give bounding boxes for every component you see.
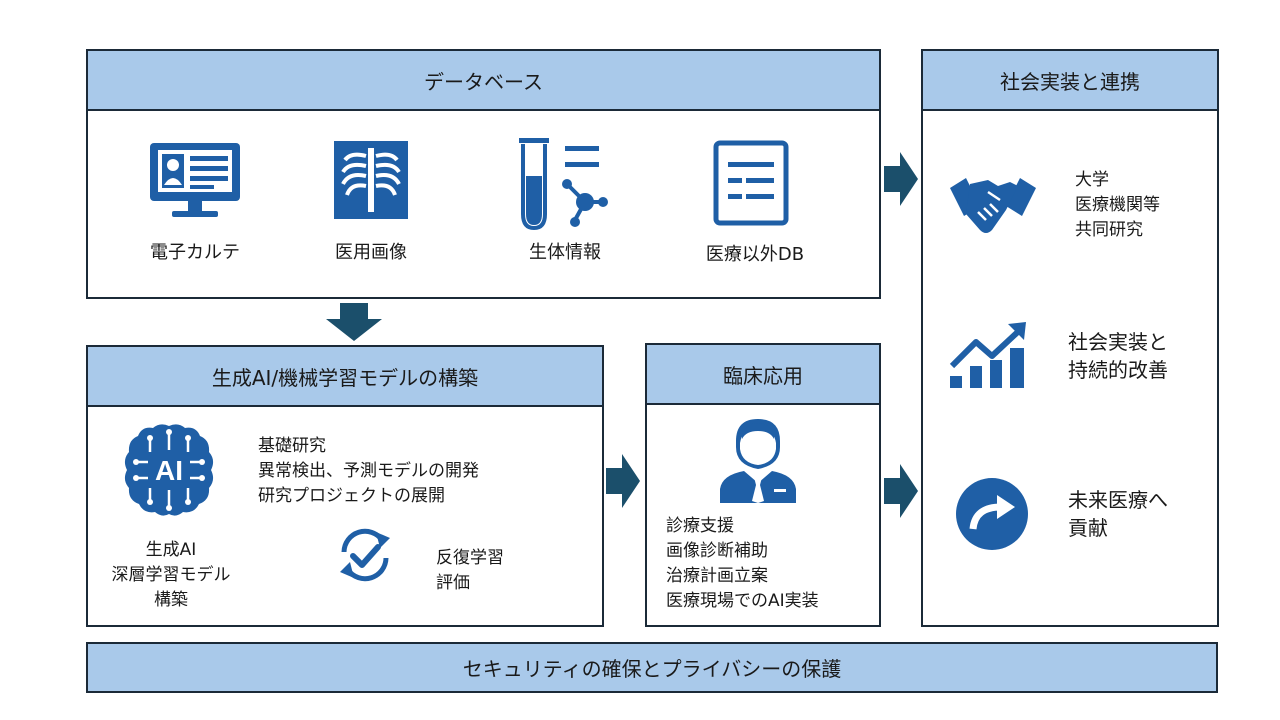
society-collab-line: 共同研究 — [1075, 220, 1143, 240]
ai-model-title: 生成AI/機械学習モデルの構築 — [211, 365, 479, 390]
ai-research-line: 研究プロジェクトの展開 — [258, 486, 445, 506]
society-impl-line: 社会実装と — [1068, 330, 1168, 354]
ai-research-line: 基礎研究 — [258, 436, 326, 456]
arrow-right-icon — [884, 152, 918, 206]
ai-research-text: 基礎研究 異常検出、予測モデルの開発 研究プロジェクトの展開 — [258, 434, 479, 509]
clinical-line: 診療支援 — [666, 516, 734, 536]
society-title: 社会実装と連携 — [1000, 69, 1140, 94]
xray-ribcage-icon — [334, 141, 408, 219]
ai-loop-line: 反復学習 — [436, 548, 504, 568]
forward-arrow-circle-icon — [956, 478, 1028, 550]
clinical-text: 診療支援 画像診断補助 治療計画立案 医療現場でのAI実装 — [666, 514, 819, 614]
database-item-label: 医療以外DB — [705, 244, 805, 265]
clinical-line: 医療現場でのAI実装 — [666, 591, 819, 611]
clinical-title: 臨床応用 — [723, 363, 803, 388]
doctor-icon — [720, 419, 796, 503]
document-list-icon — [713, 140, 789, 226]
clinical-line: 治療計画立案 — [666, 566, 768, 586]
society-collab-line: 医療機関等 — [1075, 195, 1160, 215]
security-banner: セキュリティの確保とプライバシーの保護 — [86, 642, 1218, 693]
society-collab-text: 大学 医療機関等 共同研究 — [1075, 168, 1160, 243]
arrow-right-icon — [884, 464, 918, 518]
refresh-check-icon — [340, 528, 390, 582]
ai-model-text: 生成AI 深層学習モデル 構築 — [96, 538, 246, 613]
security-label: セキュリティの確保とプライバシーの保護 — [462, 657, 842, 681]
test-tube-molecule-icon — [519, 138, 608, 231]
society-future-line: 未来医療へ — [1068, 488, 1168, 512]
database-item-label: 生体情報 — [529, 242, 601, 263]
database-header: データベース — [88, 51, 879, 111]
ai-research-line: 異常検出、予測モデルの開発 — [258, 461, 479, 481]
ai-model-line: 生成AI — [145, 540, 197, 560]
clinical-line: 画像診断補助 — [666, 541, 768, 561]
database-title: データベース — [424, 69, 543, 94]
ai-brain-icon: AI — [124, 424, 214, 516]
ai-loop-text: 反復学習 評価 — [436, 546, 504, 596]
arrow-right-icon — [606, 454, 640, 508]
growth-chart-icon — [949, 322, 1026, 388]
arrow-down-icon — [326, 303, 382, 341]
handshake-icon — [950, 178, 1036, 233]
clinical-header: 臨床応用 — [647, 345, 879, 405]
ai-brain-text: AI — [155, 455, 183, 486]
ai-model-header: 生成AI/機械学習モデルの構築 — [88, 347, 602, 407]
database-item-label: 医用画像 — [335, 242, 407, 263]
ai-model-line: 構築 — [154, 590, 188, 610]
society-panel: 社会実装と連携 — [921, 49, 1219, 627]
society-header: 社会実装と連携 — [923, 51, 1217, 111]
database-item-label: 電子カルテ — [150, 242, 240, 263]
monitor-id-card-icon — [150, 143, 240, 217]
ai-loop-line: 評価 — [436, 573, 470, 593]
society-impl-text: 社会実装と 持続的改善 — [1068, 328, 1168, 384]
society-future-text: 未来医療へ 貢献 — [1068, 486, 1168, 542]
society-future-line: 貢献 — [1068, 516, 1108, 540]
society-impl-line: 持続的改善 — [1068, 358, 1168, 382]
ai-model-line: 深層学習モデル — [111, 565, 231, 585]
society-collab-line: 大学 — [1075, 170, 1109, 190]
